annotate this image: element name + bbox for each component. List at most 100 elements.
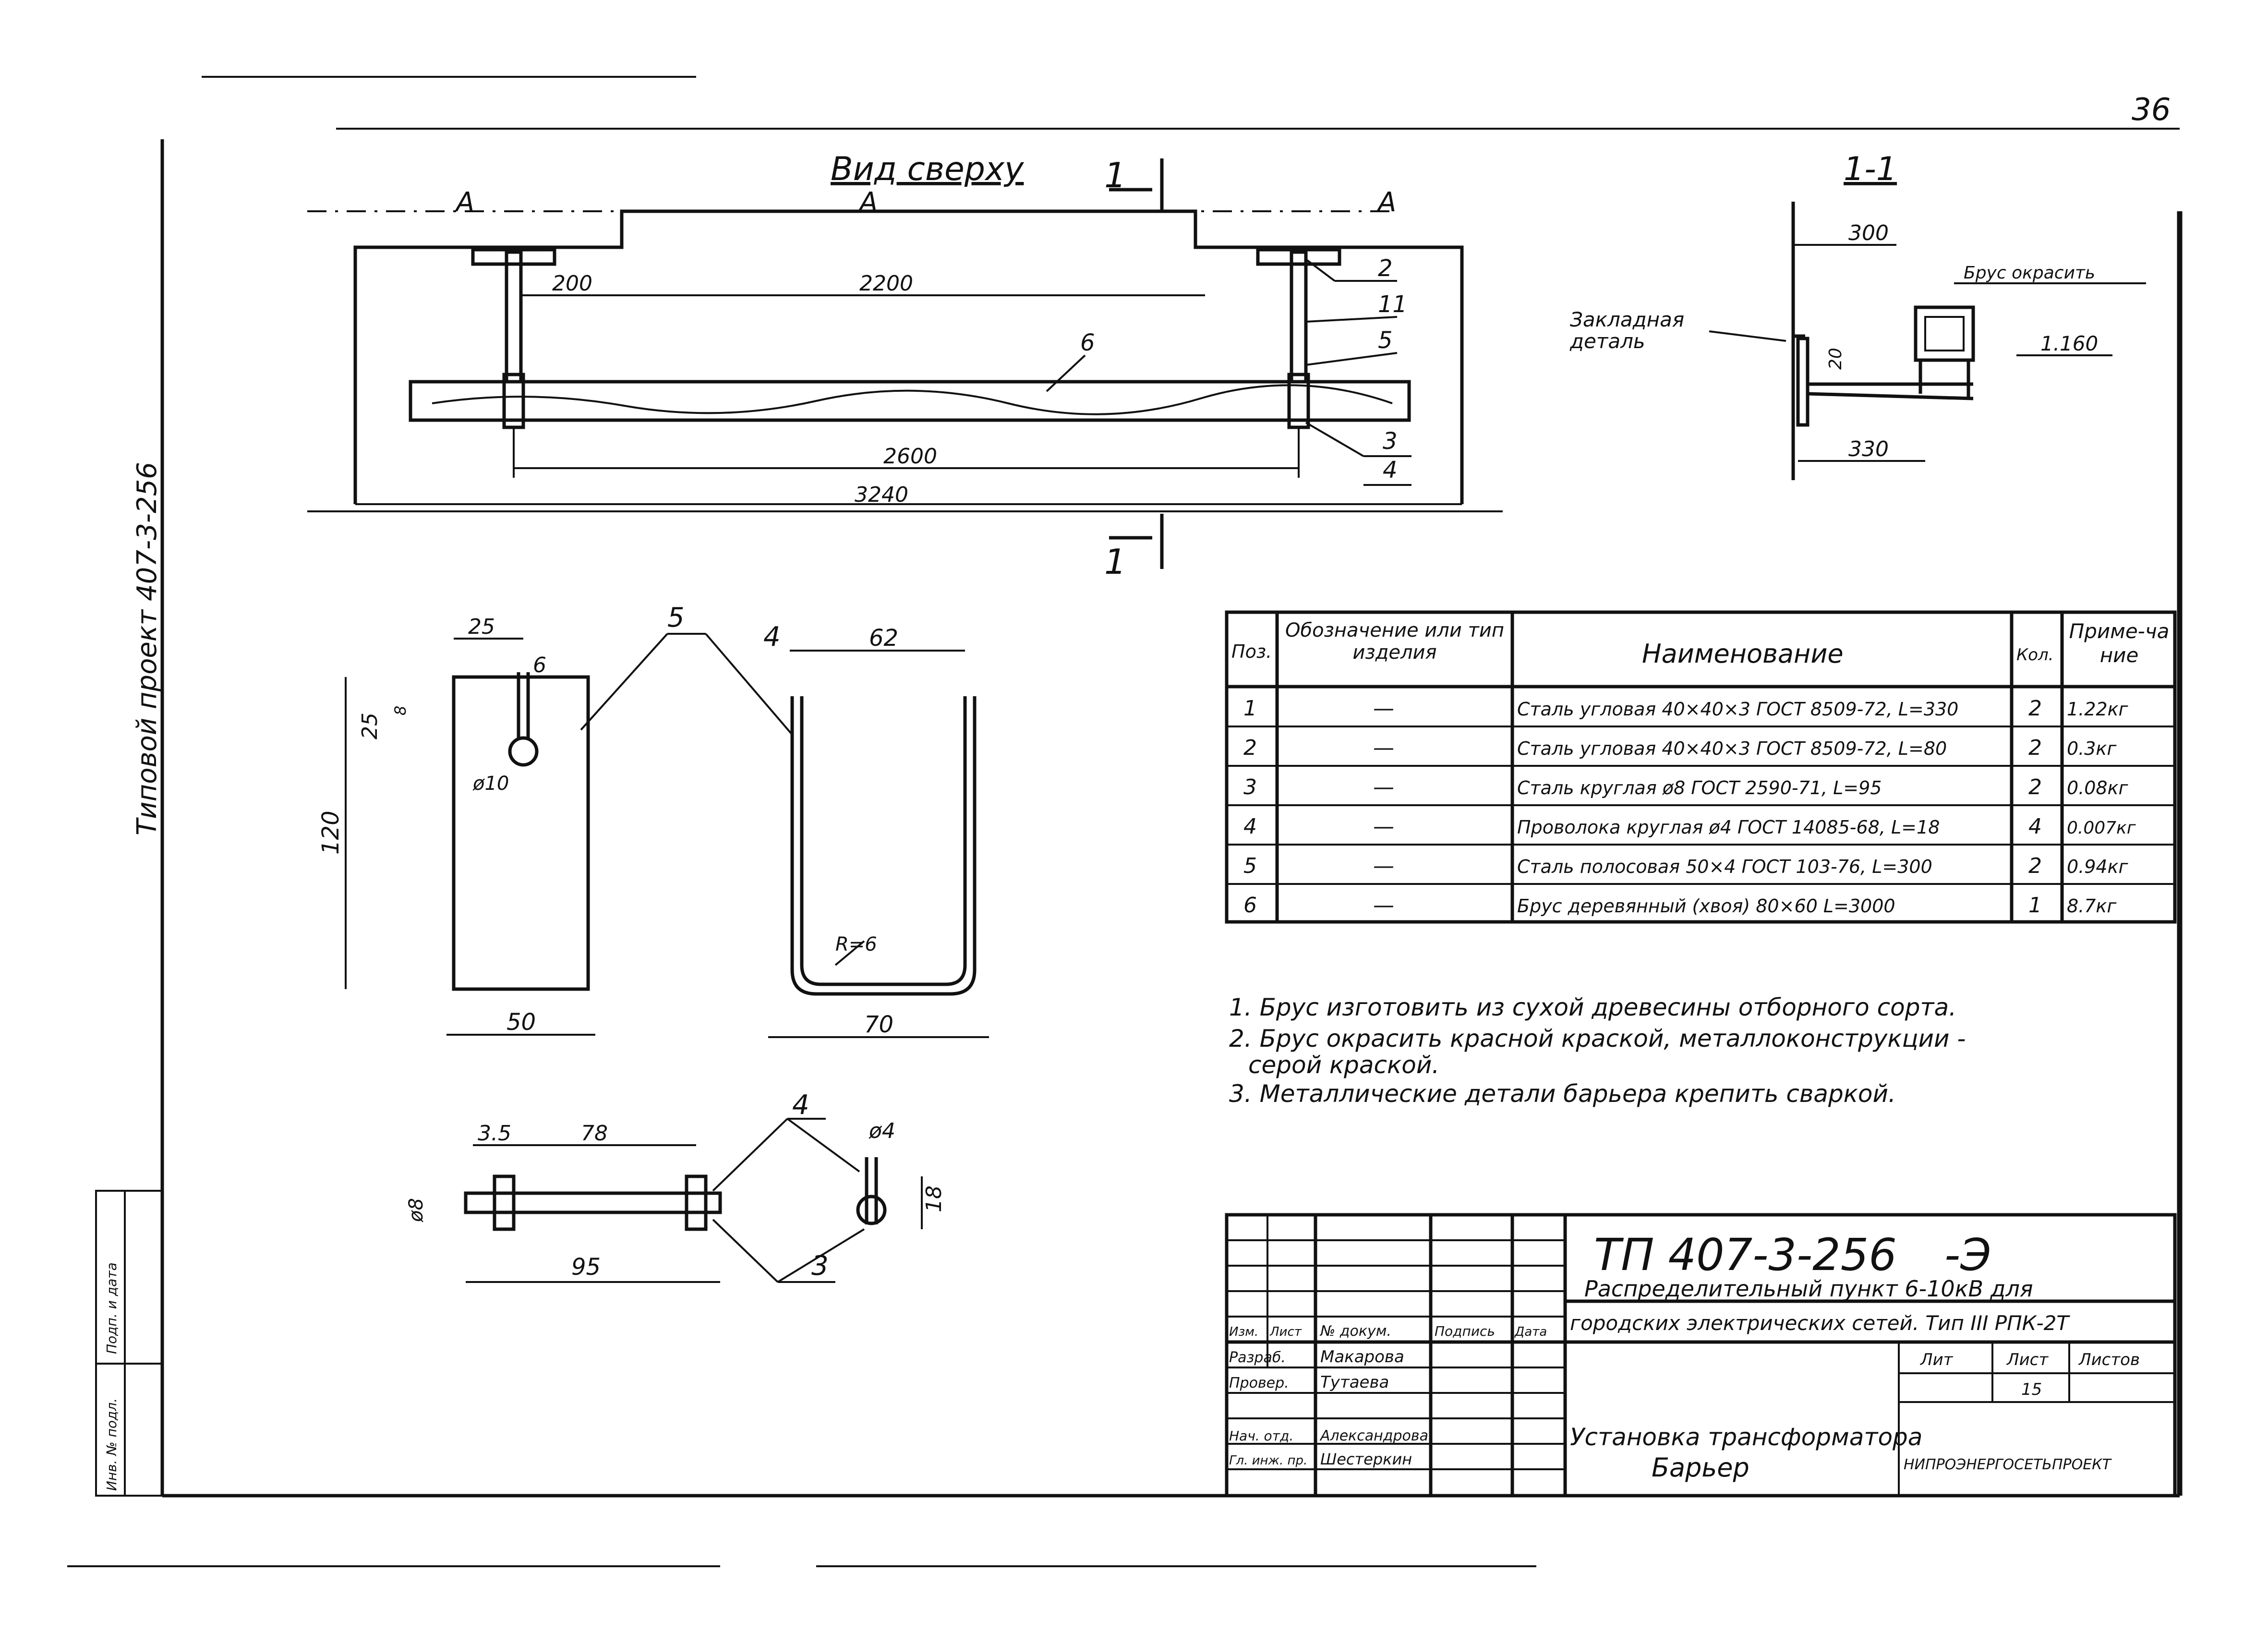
row-name: Сталь угловая 40×40×3 ГОСТ 8509-72, L=33… <box>1517 699 1958 720</box>
rod-callout-4: 4 <box>792 1089 809 1121</box>
tb-lit: Лит <box>1919 1350 1954 1369</box>
plate-dim-50: 50 <box>507 1009 536 1036</box>
tb-col-izm: Изм. <box>1229 1325 1258 1339</box>
side-stamp-sign: Подп. и дата <box>104 1262 120 1354</box>
row-pos: 2 <box>1243 736 1257 760</box>
tb-role: Гл. инж. пр. <box>1229 1453 1307 1468</box>
row-note: 0.3кг <box>2067 738 2117 759</box>
tb-sheet: Лист <box>2006 1350 2049 1369</box>
th-name: Наименование <box>1642 639 1844 669</box>
row-name: Сталь круглая ø8 ГОСТ 2590-71, L=95 <box>1517 777 1882 798</box>
row-designation: — <box>1373 696 1394 721</box>
sec-dim-300: 300 <box>1848 221 1889 245</box>
plate-outline <box>452 675 590 991</box>
timber-beam <box>409 380 1411 422</box>
row-designation: — <box>1373 736 1394 760</box>
row-name: Сталь угловая 40×40×3 ГОСТ 8509-72, L=80 <box>1517 738 1947 759</box>
tb-name: Шестеркин <box>1320 1450 1412 1468</box>
level-mark: 1.160 <box>2040 332 2098 355</box>
plate-dim-120: 120 <box>317 810 344 855</box>
row-qty: 2 <box>2028 736 2042 760</box>
plate-dim-8: 8 <box>391 706 410 715</box>
row-designation: — <box>1373 893 1394 918</box>
row-name: Брус деревянный (хвоя) 80×60 L=3000 <box>1517 895 1895 917</box>
row-note: 0.94кг <box>2067 856 2129 877</box>
plate-hole <box>508 736 539 767</box>
rod-dim-78: 78 <box>581 1121 608 1146</box>
notes: 1. Брус изготовить из сухой древесины от… <box>1229 993 1966 1108</box>
tb-project-1: Распределительный пункт 6-10кВ для <box>1584 1276 2033 1302</box>
row-note: 1.22кг <box>2067 699 2129 720</box>
bracket-dim-70: 70 <box>864 1011 893 1038</box>
tb-drawing-title-1: Установка трансформатора <box>1570 1423 1922 1451</box>
tb-col-doc: № докум. <box>1319 1323 1391 1340</box>
tb-suffix: -Э <box>1944 1229 1991 1281</box>
tb-role: Провер. <box>1229 1375 1289 1391</box>
tb-col-list: Лист <box>1269 1325 1302 1339</box>
callout-4: 4 <box>1383 457 1398 484</box>
tb-project-2: городских электрических сетей. Тип III Р… <box>1570 1311 2070 1335</box>
title-block: ТП 407-3-256 -Э Распределительный пункт … <box>1225 1213 2177 1498</box>
row-qty: 2 <box>2028 696 2042 721</box>
axis-mark-mid: А <box>858 187 878 218</box>
embedded-part-1: Закладная <box>1570 308 1684 331</box>
row-note: 8.7кг <box>2067 895 2117 917</box>
callout-5: 5 <box>1378 327 1393 354</box>
paint-note: Брус окрасить <box>1964 263 2095 283</box>
bracket-radius: R=6 <box>835 933 877 956</box>
section-beam <box>1914 305 1975 362</box>
tb-col-date: Дата <box>1514 1325 1547 1339</box>
plate-dim-25v: 25 <box>358 713 382 739</box>
rod-dim-95: 95 <box>571 1254 601 1281</box>
dim-200: 200 <box>552 271 592 296</box>
section-title: 1-1 <box>1844 150 1897 188</box>
axis-mark-left: А <box>455 187 474 218</box>
note-line: 2. Брус окрасить красной краской, металл… <box>1229 1025 1966 1052</box>
bracket-dim-62: 62 <box>869 625 898 652</box>
row-pos: 1 <box>1243 696 1257 721</box>
plate-dim-6: 6 <box>533 653 546 677</box>
rod-dim-18: 18 <box>922 1185 946 1212</box>
table-row: 1 — Сталь угловая 40×40×3 ГОСТ 8509-72, … <box>1243 696 2129 721</box>
bracket-callout: 4 <box>763 621 781 653</box>
th-note: Приме-чание <box>2069 619 2170 667</box>
embedded-part-2: деталь <box>1569 329 1645 353</box>
row-designation: — <box>1373 775 1394 799</box>
th-qty: Кол. <box>2016 645 2053 665</box>
dim-2200: 2200 <box>859 271 913 296</box>
rod-outline <box>464 1191 722 1214</box>
page-number: 36 <box>2132 92 2171 128</box>
row-name: Сталь полосовая 50×4 ГОСТ 103-76, L=300 <box>1517 856 1932 877</box>
section-mark-bottom: 1 <box>1104 542 1126 582</box>
callout-3: 3 <box>1383 428 1398 455</box>
tb-sheets: Листов <box>2078 1350 2140 1369</box>
callout-11: 11 <box>1378 291 1407 318</box>
tb-col-sign: Подпись <box>1435 1323 1495 1339</box>
row-note: 0.007кг <box>2067 818 2136 838</box>
table-row: 6 — Брус деревянный (хвоя) 80×60 L=3000 … <box>1243 893 2117 918</box>
plate-dim-25: 25 <box>468 615 495 639</box>
sec-dim-330: 330 <box>1848 437 1889 461</box>
row-designation: — <box>1373 854 1394 878</box>
note-line: 3. Металлические детали барьера крепить … <box>1229 1080 1896 1108</box>
row-pos: 5 <box>1243 854 1257 878</box>
tb-role: Нач. отд. <box>1229 1428 1293 1444</box>
row-note: 0.08кг <box>2067 777 2129 798</box>
rod-dim-4: ø4 <box>869 1119 895 1143</box>
side-stamp: Инв. № подл. Подп. и дата <box>95 1190 163 1497</box>
post-right <box>1290 250 1308 384</box>
plate-callout: 5 <box>667 602 685 633</box>
axis-mark-right: А <box>1376 187 1396 218</box>
tb-name: Александрова <box>1319 1427 1428 1444</box>
row-pos: 4 <box>1243 814 1257 839</box>
row-name: Проволока круглая ø4 ГОСТ 14085-68, L=18 <box>1517 817 1940 838</box>
plate-dim-dia: ø10 <box>472 773 509 795</box>
row-qty: 1 <box>2028 893 2042 918</box>
tb-drawing-title-2: Барьер <box>1652 1452 1749 1483</box>
sheet-frame <box>67 76 2183 1567</box>
vertical-project-label: Типовой проект 407-3-256 <box>132 462 163 835</box>
rod-end-circle <box>856 1195 887 1225</box>
dim-2600: 2600 <box>883 444 937 469</box>
top-view-title: Вид сверху <box>831 150 1024 188</box>
